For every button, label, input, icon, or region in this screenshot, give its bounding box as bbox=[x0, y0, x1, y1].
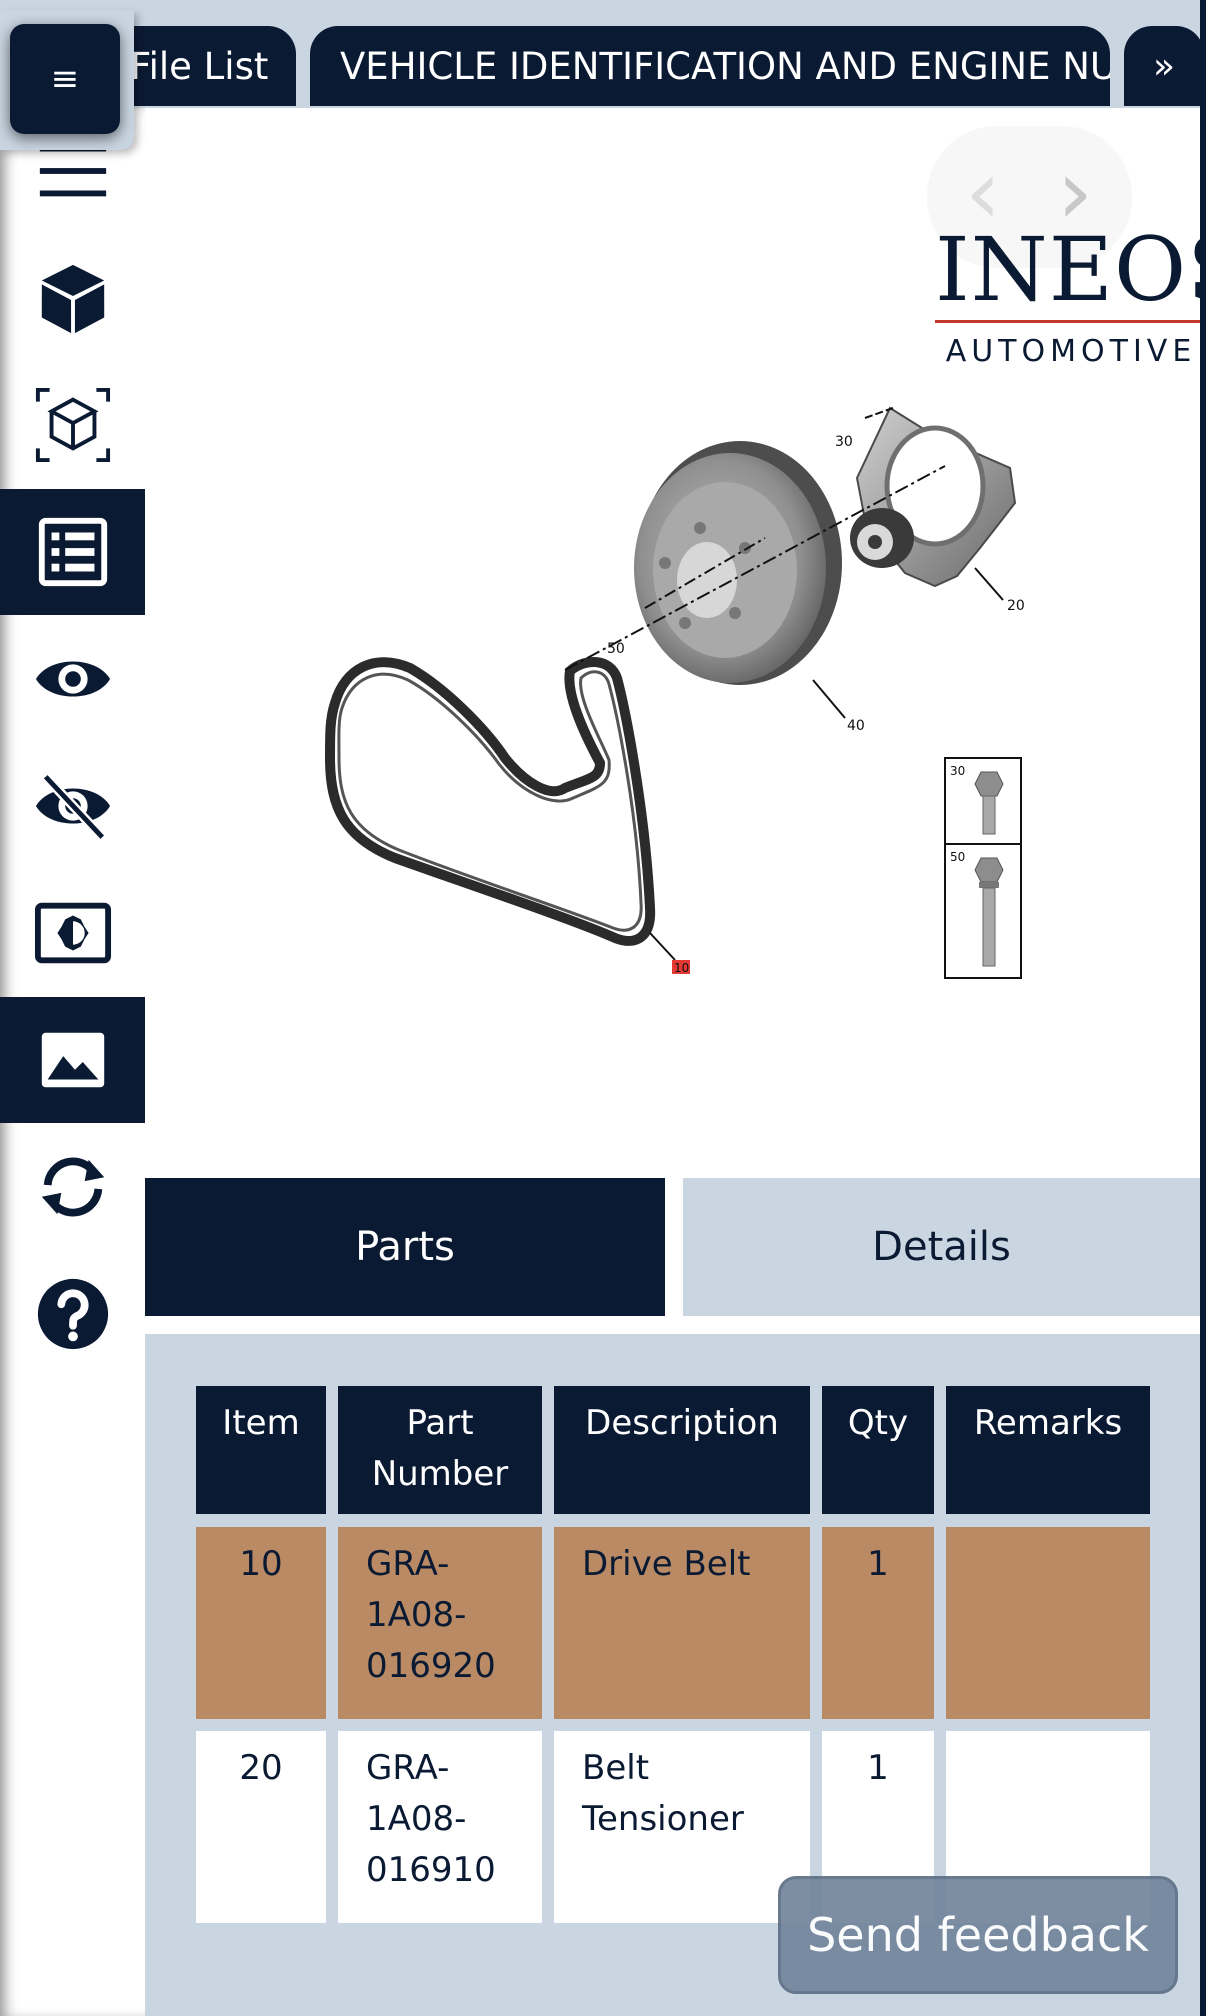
cell-part-number: GRA- 1A08- 016920 bbox=[338, 1527, 542, 1719]
header-item[interactable]: Item bbox=[196, 1386, 326, 1514]
send-feedback-button[interactable]: Send feedback bbox=[778, 1876, 1178, 1994]
tab-vehicle-identification[interactable]: VEHICLE IDENTIFICATION AND ENGINE NU bbox=[310, 26, 1110, 106]
tab-file-list-label: File List bbox=[130, 44, 269, 88]
chevron-left-icon: ‹ bbox=[965, 140, 1001, 245]
callout-10-highlight[interactable] bbox=[672, 960, 690, 974]
drive-belt[interactable] bbox=[324, 657, 656, 946]
belt-tensioner[interactable] bbox=[850, 406, 1017, 588]
logo-main-text: INEOS bbox=[935, 218, 1206, 321]
callout-40: 40 bbox=[847, 718, 865, 734]
chevron-right-icon: › bbox=[1057, 140, 1093, 245]
eye-off-icon bbox=[35, 773, 110, 841]
send-feedback-label: Send feedback bbox=[807, 1908, 1149, 1962]
help-icon bbox=[37, 1278, 108, 1350]
menu-button[interactable]: ≡ bbox=[10, 24, 120, 134]
sidebar-item-help[interactable] bbox=[0, 1251, 145, 1377]
svg-text:30: 30 bbox=[950, 764, 965, 778]
logo-sub-text: AUTOMOTIVE bbox=[945, 334, 1197, 369]
next-page-button[interactable]: › bbox=[1045, 148, 1105, 238]
tab-details[interactable]: Details bbox=[683, 1178, 1200, 1316]
sidebar bbox=[0, 108, 145, 2016]
sidebar-item-parts-list[interactable] bbox=[0, 489, 145, 615]
image-icon bbox=[41, 1032, 104, 1088]
sidebar-item-hide[interactable] bbox=[0, 743, 145, 869]
panel-tab-gap bbox=[665, 1178, 683, 1316]
tab-details-label: Details bbox=[872, 1224, 1011, 1270]
cell-remarks bbox=[946, 1527, 1150, 1719]
logo-divider bbox=[935, 320, 1206, 323]
contrast-icon bbox=[34, 902, 111, 964]
header-remarks[interactable]: Remarks bbox=[946, 1386, 1150, 1514]
tabs-more-button[interactable]: » bbox=[1124, 26, 1204, 106]
callout-10: 10 bbox=[674, 961, 689, 975]
pulley[interactable] bbox=[634, 441, 842, 685]
cell-description: Drive Belt bbox=[554, 1527, 810, 1719]
tab-vehicle-label: VEHICLE IDENTIFICATION AND ENGINE NU bbox=[340, 44, 1110, 88]
callout-30: 30 bbox=[835, 434, 853, 450]
callout-50: 50 bbox=[607, 641, 625, 657]
right-frame-edge bbox=[1200, 0, 1206, 2016]
sync-icon bbox=[41, 1157, 104, 1217]
sidebar-item-show[interactable] bbox=[0, 616, 145, 742]
svg-text:50: 50 bbox=[950, 850, 965, 864]
parts-table: Item Part Number Description Qty Remarks… bbox=[145, 1334, 1200, 2016]
sidebar-item-contrast[interactable] bbox=[0, 870, 145, 996]
sidebar-item-sync[interactable] bbox=[0, 1124, 145, 1250]
cube-icon bbox=[41, 264, 104, 334]
sidebar-item-fit-view[interactable] bbox=[0, 362, 145, 488]
exploded-parts-diagram: 30 20 50 40 10 30 50 bbox=[324, 406, 1025, 979]
fastener-inset: 30 50 bbox=[944, 757, 1022, 979]
callout-20: 20 bbox=[1007, 598, 1025, 614]
eye-icon bbox=[35, 661, 110, 697]
double-chevron-right-icon: » bbox=[1152, 45, 1176, 87]
menu-icon: ≡ bbox=[50, 59, 80, 99]
cell-item: 20 bbox=[196, 1731, 326, 1923]
sidebar-item-3d-view[interactable] bbox=[0, 235, 145, 361]
header-description[interactable]: Description bbox=[554, 1386, 810, 1514]
cell-item: 10 bbox=[196, 1527, 326, 1719]
sidebar-item-image[interactable] bbox=[0, 997, 145, 1123]
cube-outline-icon bbox=[35, 387, 110, 463]
diagram-viewer[interactable]: ‹ › INEOS AUTOMOTIVE bbox=[145, 108, 1206, 1178]
tab-parts-label: Parts bbox=[355, 1224, 455, 1270]
ineos-logo: INEOS AUTOMOTIVE bbox=[785, 168, 1206, 369]
cell-description: Belt Tensioner bbox=[554, 1731, 810, 1923]
cell-part-number: GRA- 1A08- 016910 bbox=[338, 1731, 542, 1923]
header-part-number[interactable]: Part Number bbox=[338, 1386, 542, 1514]
nav-pill bbox=[927, 126, 1132, 268]
top-strip bbox=[0, 0, 1206, 12]
cell-qty: 1 bbox=[822, 1527, 934, 1719]
previous-page-button[interactable]: ‹ bbox=[953, 148, 1013, 238]
tab-parts[interactable]: Parts bbox=[145, 1178, 665, 1316]
header-qty[interactable]: Qty bbox=[822, 1386, 934, 1514]
list-icon bbox=[38, 517, 107, 587]
